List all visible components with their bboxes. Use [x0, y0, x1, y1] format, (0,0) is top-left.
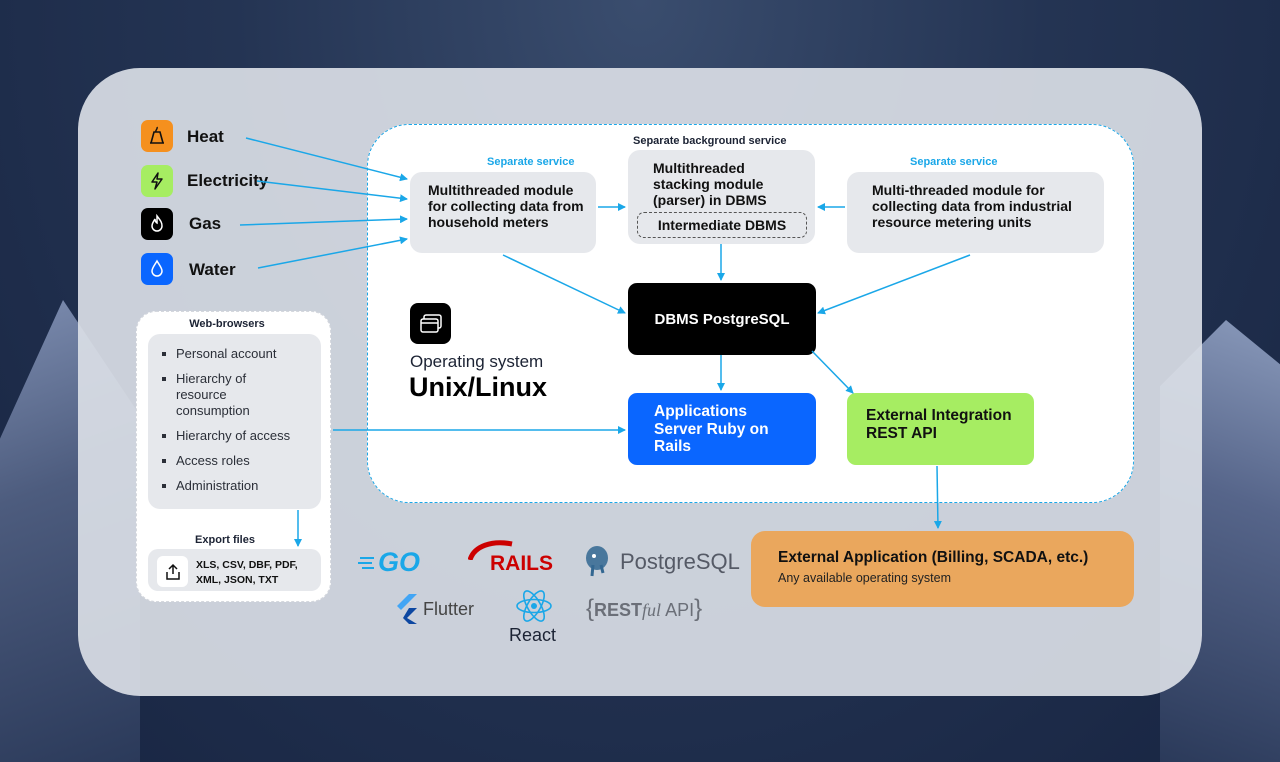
os-caption: Operating system [410, 352, 544, 371]
go-logo: GO [358, 547, 421, 577]
restful-api-logo: {RESTful API} [586, 595, 703, 622]
list-item: Personal account [160, 346, 313, 362]
resource-label-water: Water [189, 260, 236, 279]
droplet-icon [141, 253, 173, 285]
heat-icon [141, 120, 173, 152]
export-files-title: Export files [195, 534, 255, 546]
arrow-industrial-to-dbms [817, 254, 971, 315]
arrow-electricity-to-household [256, 180, 408, 203]
rails-logo: RAILS [466, 540, 556, 576]
resource-label-heat: Heat [187, 127, 224, 146]
list-item: Access roles [160, 453, 313, 469]
external-application-title: External Application (Billing, SCADA, et… [778, 549, 1089, 566]
upload-icon [157, 556, 188, 587]
dbms-postgresql: DBMS PostgreSQL [628, 283, 816, 355]
export-formats: XLS, CSV, DBF, PDF, XML, JSON, TXT [196, 559, 298, 586]
background-service-tag: Separate background service [633, 135, 787, 147]
web-features-list: Personal account Hierarchy of resource c… [148, 334, 321, 509]
arrow-gas-to-household [239, 215, 408, 226]
stacking-module-text: Multithreaded stacking module (parser) i… [653, 160, 767, 208]
arrow-water-to-household [257, 236, 408, 269]
list-item: Hierarchy of access [160, 428, 313, 444]
arrow-integration-to-external [933, 465, 942, 529]
postgresql-logo: PostgreSQL [583, 545, 740, 579]
industrial-collector-text: Multi-threaded module for collecting dat… [872, 182, 1072, 230]
arrow-household-to-dbms [502, 254, 626, 314]
industrial-collector-module: Multi-threaded module for collecting dat… [847, 172, 1104, 253]
web-browsers-title: Web-browsers [189, 318, 265, 330]
arrow-heat-to-household [245, 137, 408, 182]
intermediate-dbms: Intermediate DBMS [637, 212, 807, 238]
arrow-dbms-to-integration [811, 350, 854, 394]
external-application: External Application (Billing, SCADA, et… [751, 531, 1134, 607]
os-name: Unix/Linux [409, 372, 548, 402]
external-integration-api: External Integration REST API [847, 393, 1034, 465]
list-item: Hierarchy of resource consumption [160, 371, 313, 419]
flutter-logo: Flutter [395, 594, 481, 626]
react-logo: React [507, 589, 561, 645]
applications-server: Applications Server Ruby on Rails [628, 393, 816, 465]
industrial-service-tag: Separate service [910, 156, 998, 168]
resource-label-electricity: Electricity [187, 171, 269, 190]
household-collector-module: Multithreaded module for collecting data… [410, 172, 596, 253]
list-item: Administration [160, 478, 313, 494]
external-application-subtitle: Any available operating system [778, 571, 952, 585]
household-service-tag: Separate service [487, 156, 575, 168]
resource-label-gas: Gas [189, 214, 222, 233]
flame-icon [141, 208, 173, 240]
household-collector-text: Multithreaded module for collecting data… [428, 182, 584, 230]
lightning-icon [141, 165, 173, 197]
window-icon [410, 303, 451, 344]
